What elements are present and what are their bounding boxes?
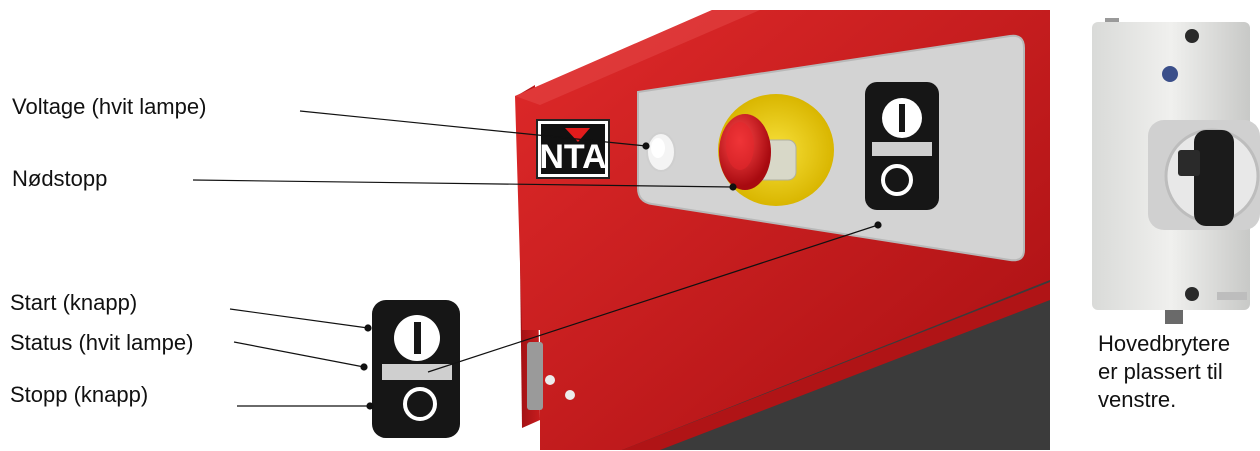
emergency-stop-label: Nødstopp — [12, 168, 107, 190]
voltage-lamp — [647, 133, 675, 171]
logo-text: NTA — [539, 138, 606, 176]
main-switch — [1092, 18, 1260, 324]
rotary-handle — [1194, 130, 1234, 226]
status-label: Status (hvit lampe) — [10, 332, 193, 354]
voltage-label: Voltage (hvit lampe) — [12, 96, 206, 118]
status-lamp-icon — [382, 364, 452, 380]
main-switch-caption: Hovedbrytere er plassert til venstre. — [1098, 330, 1230, 414]
nta-logo: NTA — [537, 120, 609, 178]
enlarged-start-stop-unit — [372, 300, 460, 438]
panel-status-lamp — [872, 142, 932, 156]
caption-line-1: Hovedbrytere — [1098, 330, 1230, 358]
ab-logo-icon — [1162, 66, 1178, 82]
caption-line-2: er plassert til — [1098, 358, 1230, 386]
start-label: Start (knapp) — [10, 292, 137, 314]
panel-start-stop-unit — [865, 82, 939, 210]
stop-label: Stopp (knapp) — [10, 384, 148, 406]
caption-line-3: venstre. — [1098, 386, 1230, 414]
